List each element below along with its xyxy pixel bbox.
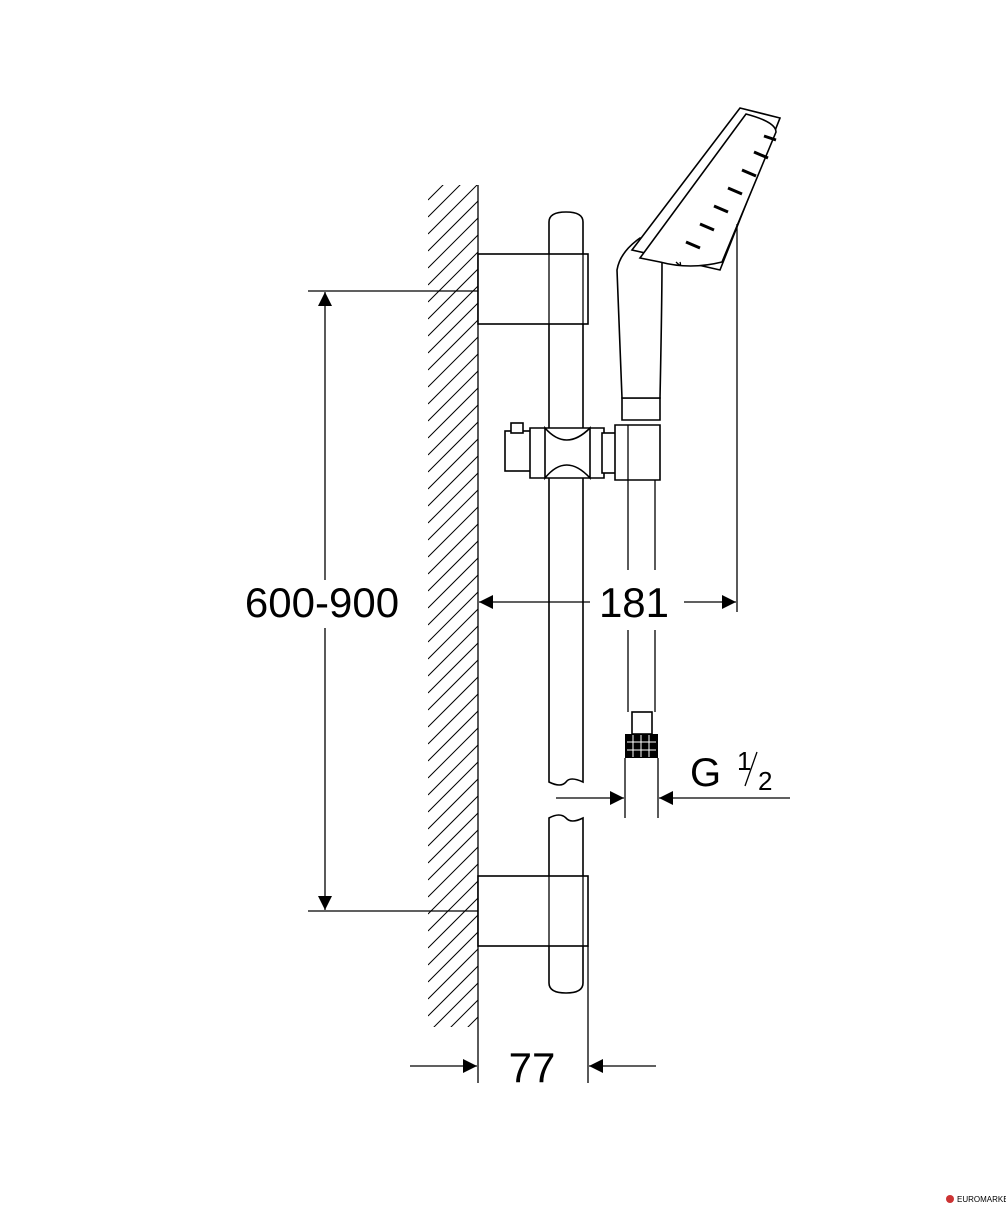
hatch-line [428,185,444,201]
hatch-line [428,489,478,541]
hatch-line [428,880,478,932]
hatch-line [428,523,478,575]
hatch-line [428,863,478,915]
hatch-line [428,185,461,218]
watermark-label: EUROMARKET [957,1195,1006,1204]
hatch-line [428,693,478,745]
hatch-line [428,472,478,524]
hatch-line [428,948,478,1000]
hatch-line [428,676,478,728]
hatch-line [428,829,478,881]
wall-hatching [428,185,478,1118]
top-wall-bracket [477,253,589,325]
hatch-line [428,251,478,303]
watermark-logo: EUROMARKET [946,1195,1006,1204]
hatch-line [428,659,478,711]
hatch-line [433,982,478,1027]
hatch-line [428,846,478,898]
hatch-line [428,557,478,609]
thread-main-label: G [690,751,721,795]
hatch-line [428,540,478,592]
hatch-line [428,778,478,830]
hatch-line [428,574,478,626]
hatch-line [428,217,478,269]
hatch-line [428,455,478,507]
hatch-line [467,1016,478,1027]
hatch-line [428,591,478,643]
hatch-line [428,1034,478,1084]
hatch-line [428,421,478,473]
hatch-line [428,931,478,983]
hatch-line [428,438,478,490]
hatch-line [428,185,478,235]
hatch-line [428,268,478,320]
hatch-line [428,727,478,779]
wall-offset-label: 77 [509,1044,556,1091]
hatch-line [428,642,478,694]
hatch-line [428,353,478,405]
hatch-line [428,744,478,796]
hatch-line [428,1068,478,1118]
hatch-line [428,319,478,371]
handshower-holder [504,422,661,481]
hatch-line [428,914,478,966]
hatch-line [428,625,478,677]
hatch-line [428,812,478,864]
hatch-line [428,795,478,847]
hand-shower [616,107,782,421]
dimension-projection: 181 [479,224,738,626]
hatch-line [428,1051,478,1101]
wall [428,185,479,1118]
hatch-line [428,234,478,286]
dimension-thread: G 1 2 [556,746,790,805]
thread-denominator: 2 [758,766,772,796]
hatch-line [428,302,478,354]
hatch-line [428,710,478,762]
shower-hose [624,480,659,818]
hatch-line [428,387,478,439]
dimension-wall-offset: 77 [410,946,656,1091]
hatch-line [428,336,478,388]
projection-label: 181 [599,579,669,626]
hatch-line [428,897,478,949]
hatch-line [428,608,478,660]
hatch-line [428,965,478,1017]
hatch-line [428,761,478,813]
hatch-line [450,999,478,1027]
thread-numerator: 1 [737,746,751,776]
hatch-line [428,200,478,252]
hatch-line [428,285,478,337]
hatch-line [428,506,478,558]
hatch-line [428,404,478,456]
bottom-wall-bracket [477,875,589,947]
dimension-height: 600-900 [245,290,478,912]
height-range-label: 600-900 [245,579,399,626]
hatch-line [428,370,478,422]
